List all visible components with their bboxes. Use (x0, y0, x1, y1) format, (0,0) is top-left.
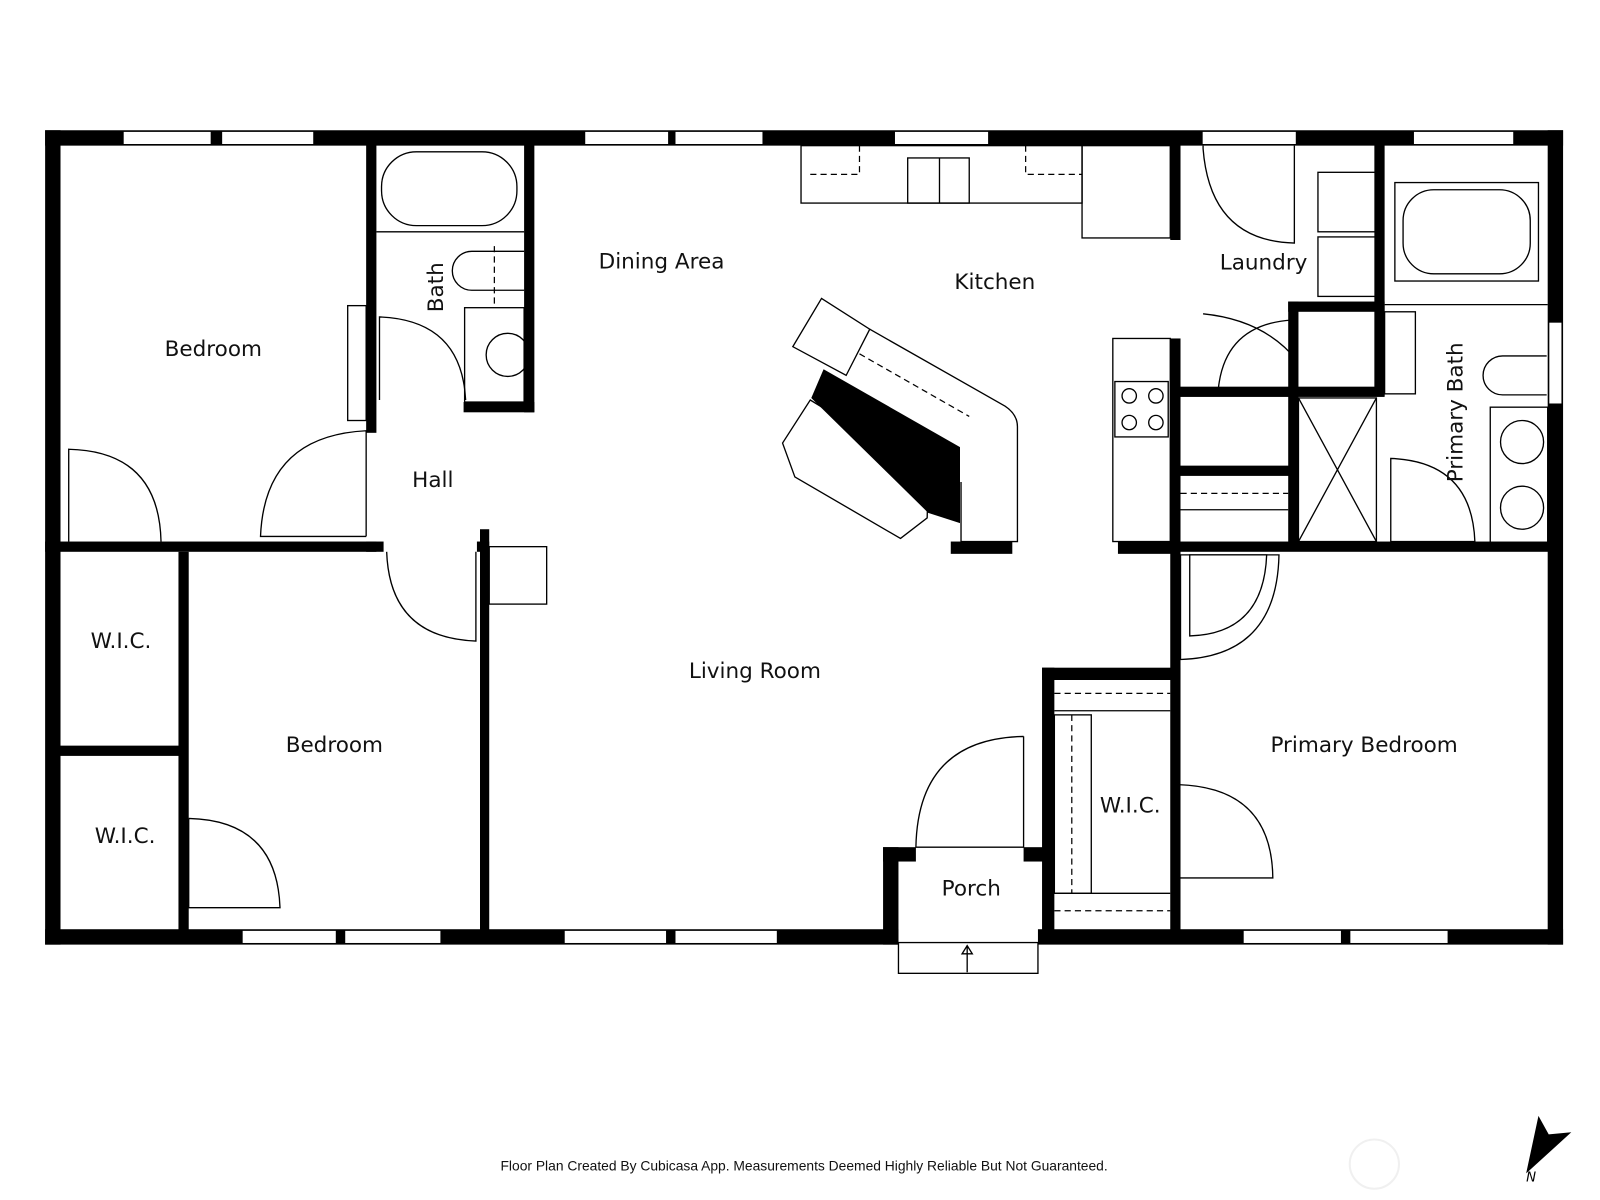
room-label-hall: Hall (412, 468, 453, 493)
room-label-bedroom-nw: Bedroom (165, 337, 262, 362)
footer-disclaimer: Floor Plan Created By Cubicasa App. Meas… (500, 1157, 1107, 1173)
room-labels: Bedroom Bath Dining Area Kitchen Laundry… (91, 250, 1469, 902)
sink-icon (1499, 485, 1545, 530)
sink-icon (1499, 419, 1545, 465)
fixtures (347, 144, 1549, 974)
bathtub-icon (1402, 189, 1531, 275)
island-end (791, 297, 871, 377)
room-label-porch: Porch (942, 876, 1001, 901)
windows (122, 130, 1563, 945)
toilet-icon (1482, 355, 1547, 396)
room-label-wic-2: W.I.C. (95, 824, 156, 849)
kitchen-sink-icon (907, 157, 970, 204)
room-label-bedroom-sw: Bedroom (286, 733, 383, 758)
room-label-laundry: Laundry (1220, 251, 1308, 276)
doors (68, 313, 1476, 909)
exterior-walls (45, 130, 1564, 945)
room-label-living-room: Living Room (689, 659, 821, 684)
room-label-dining-area: Dining Area (599, 250, 725, 275)
room-label-bath: Bath (424, 262, 449, 312)
room-label-kitchen: Kitchen (954, 270, 1035, 295)
sink-icon (485, 332, 530, 378)
north-arrow-icon: N (1348, 1115, 1572, 1190)
interior-walls (45, 143, 1554, 944)
room-label-wic-3: W.I.C. (1100, 793, 1161, 818)
stove-icon (1114, 380, 1169, 438)
room-label-primary-bedroom: Primary Bedroom (1270, 733, 1457, 758)
bathtub-icon (380, 151, 518, 227)
room-label-primary-bath: Primary Bath (1444, 342, 1469, 482)
shower-icon (1297, 397, 1378, 543)
toilet-icon (451, 250, 525, 291)
compass-label: N (1526, 1171, 1536, 1186)
room-label-wic-1: W.I.C. (91, 629, 152, 654)
